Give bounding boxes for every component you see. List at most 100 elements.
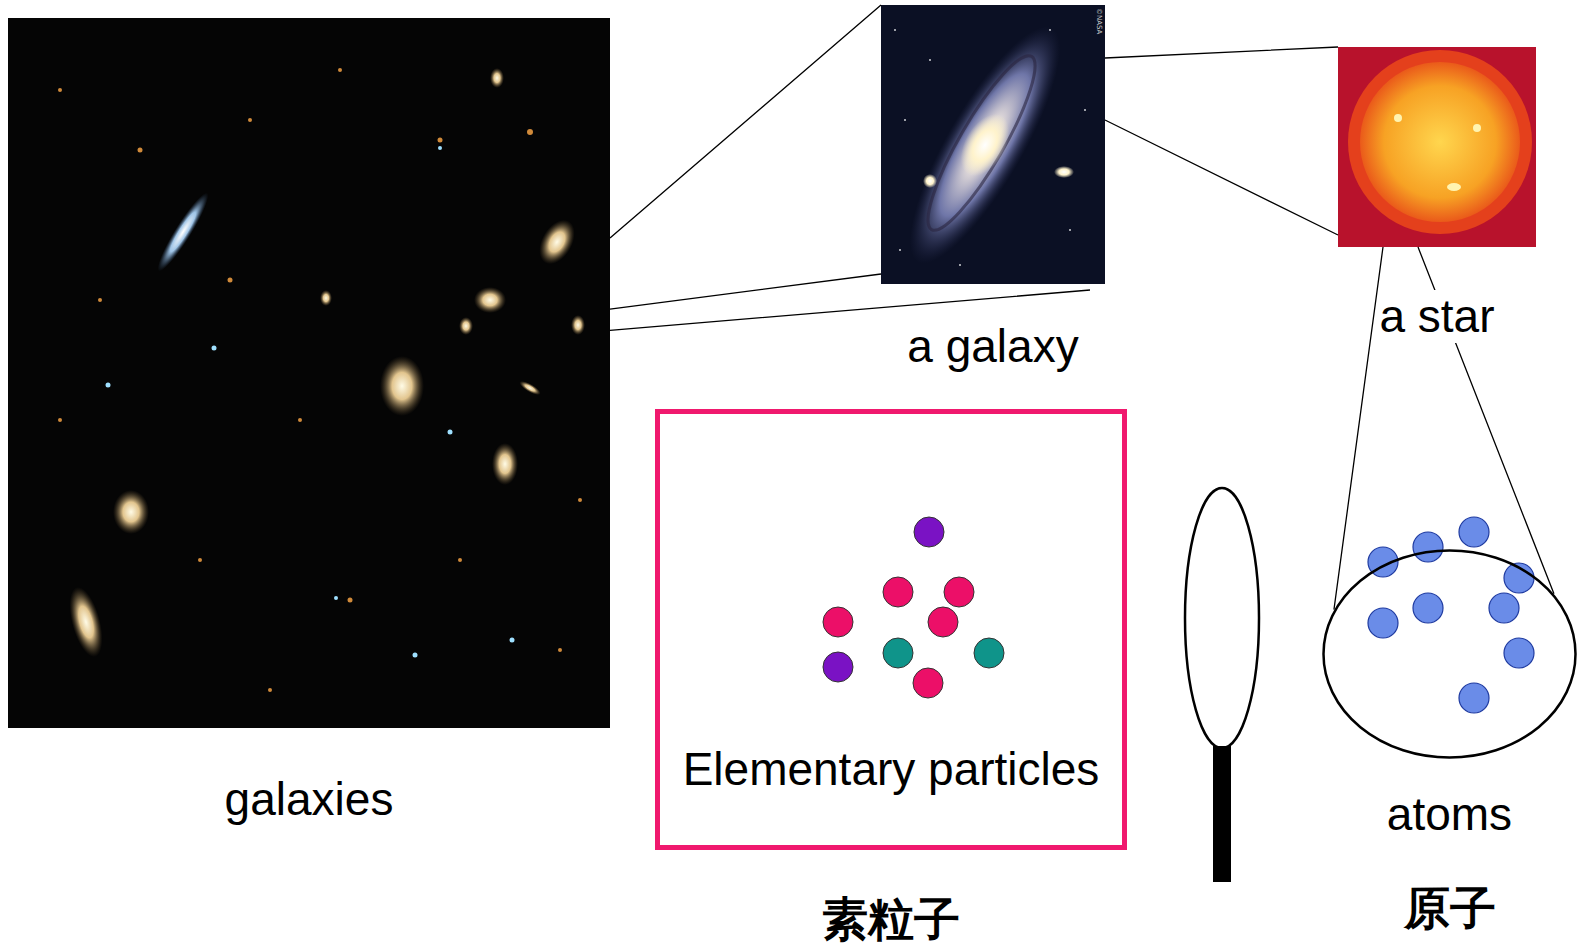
galaxy-core xyxy=(951,106,1020,185)
galaxy-photo xyxy=(881,5,1105,284)
galaxy-disc xyxy=(885,9,1086,281)
star-dot xyxy=(527,129,533,135)
star-dot xyxy=(298,418,302,422)
star-dot xyxy=(248,118,252,122)
zoom-line xyxy=(1105,47,1338,235)
galaxy-blob xyxy=(474,287,506,313)
star-dot xyxy=(58,418,62,422)
atom-dot xyxy=(1489,593,1519,623)
atom-dot xyxy=(1413,532,1443,562)
illustration-node: atoms 原子 xyxy=(1322,549,1577,935)
galaxy-blob xyxy=(380,356,424,416)
atom-dot xyxy=(1368,608,1398,638)
particle-dot xyxy=(823,652,853,682)
node-label: 原子 xyxy=(1404,882,1496,935)
star-dot xyxy=(899,249,901,251)
particle-dot xyxy=(883,577,913,607)
galaxy-blob xyxy=(518,379,543,398)
node-label: Elementary particles xyxy=(683,743,1100,796)
picture-frame xyxy=(1338,47,1536,247)
star-dot xyxy=(1069,229,1071,231)
particle-dot xyxy=(928,607,958,637)
photo-ground xyxy=(8,18,610,728)
star-spot xyxy=(1447,183,1461,191)
star-spot xyxy=(1394,114,1402,122)
star-dot xyxy=(578,498,582,502)
dust-lane xyxy=(912,45,1050,240)
galaxy-blob xyxy=(490,68,504,88)
node-label: galaxies xyxy=(225,773,394,826)
watermark: ©NASA xyxy=(1095,8,1103,34)
satellite-galaxy xyxy=(1054,166,1074,178)
galaxies-photo xyxy=(8,18,610,728)
star-dot xyxy=(448,430,453,435)
star-dots xyxy=(106,146,515,658)
galaxy-blob xyxy=(571,315,585,335)
box-frame: Elementary particles xyxy=(655,409,1127,850)
star-disc xyxy=(1360,62,1520,222)
star-spot xyxy=(1473,124,1481,132)
atom-dots xyxy=(1368,517,1534,713)
galaxy-blob xyxy=(532,214,582,271)
magnifier-icon xyxy=(1185,488,1259,882)
star-dot xyxy=(228,278,233,283)
star-dot xyxy=(929,59,931,61)
node-label: a star xyxy=(1379,290,1494,343)
zoom-line xyxy=(1334,247,1554,610)
star-dot xyxy=(558,648,562,652)
illustration-node: Elementary particles 素粒子 xyxy=(655,409,1127,946)
illustration-node: a star xyxy=(1338,47,1536,343)
star-dot xyxy=(334,596,338,600)
circle-outline xyxy=(1324,551,1576,758)
star-dot xyxy=(138,148,143,153)
photo-ground xyxy=(1338,47,1536,247)
atom-dot xyxy=(1504,638,1534,668)
galaxy-blob xyxy=(113,490,149,534)
star-dot xyxy=(904,119,906,121)
star-dot xyxy=(894,29,896,31)
particle-dots xyxy=(823,517,1004,698)
galaxy-disc xyxy=(885,9,1086,281)
node-label: a galaxy xyxy=(907,320,1078,373)
illustration-node: galaxies xyxy=(8,18,610,826)
galaxy-blob xyxy=(459,317,473,335)
node-label: 素粒子 xyxy=(822,893,960,946)
star-dot xyxy=(338,68,342,72)
particle-dot xyxy=(944,577,974,607)
satellite-galaxy xyxy=(923,174,937,188)
picture-frame xyxy=(881,5,1105,284)
illustration-node: a galaxy xyxy=(881,5,1105,373)
magnifier-handle xyxy=(1213,746,1231,882)
star-dot xyxy=(959,264,961,266)
atom-dot xyxy=(1413,593,1443,623)
star-corona xyxy=(1348,50,1532,234)
node-label: atoms xyxy=(1387,788,1512,841)
star-dot xyxy=(438,146,442,150)
star-dots xyxy=(58,68,582,692)
galaxy-blob xyxy=(320,290,332,306)
photo-ground xyxy=(881,5,1105,284)
atom-dot xyxy=(1459,683,1489,713)
star-dot xyxy=(438,138,443,143)
particle-dot xyxy=(823,607,853,637)
galaxy-blob xyxy=(492,443,518,485)
circle-outline xyxy=(1322,549,1577,759)
star-dot xyxy=(413,653,418,658)
star-dot xyxy=(458,558,462,562)
star-photo xyxy=(1338,47,1536,247)
star-dot xyxy=(348,598,353,603)
zoom-line xyxy=(610,5,1090,330)
star-dot xyxy=(58,88,62,92)
particle-dot xyxy=(914,517,944,547)
star-dot xyxy=(510,638,515,643)
galaxy-blob xyxy=(63,584,109,661)
magnifier-lens xyxy=(1185,488,1259,748)
star-dot xyxy=(268,688,272,692)
particle-dot xyxy=(974,638,1004,668)
particle-dot xyxy=(913,668,943,698)
star-dot xyxy=(1084,109,1086,111)
atom-dot xyxy=(1459,517,1489,547)
circle-frame xyxy=(1322,549,1577,759)
